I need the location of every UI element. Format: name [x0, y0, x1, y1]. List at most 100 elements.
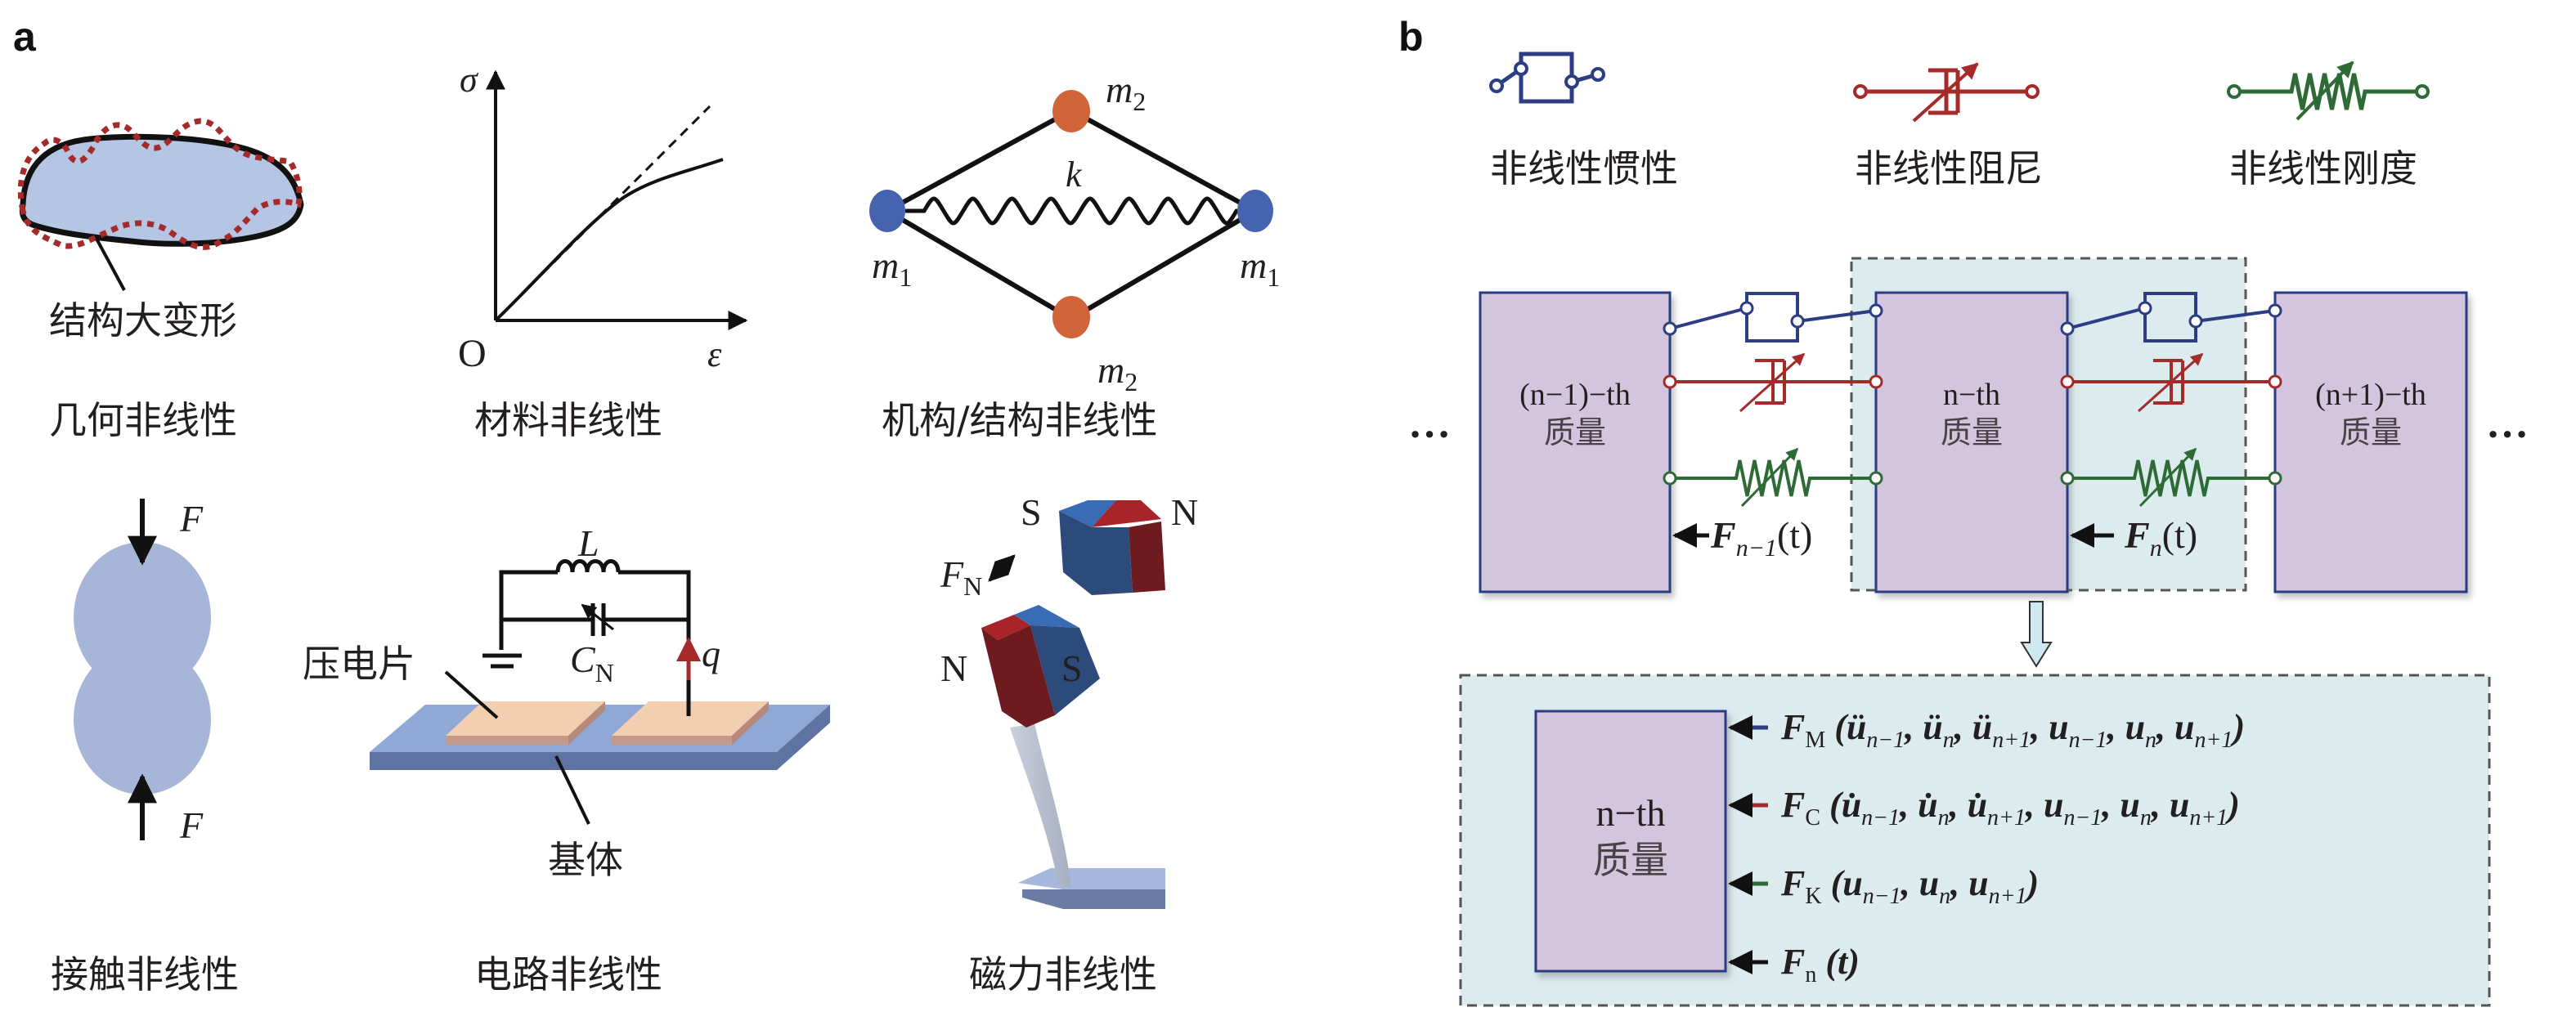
panel-b-label: b — [1398, 14, 1424, 60]
piezo-patch-left-side — [568, 701, 605, 745]
bottom-magnet-north-top — [981, 615, 1030, 640]
bottom-magnet-n-label: N — [940, 647, 967, 689]
flexible-beam — [1010, 723, 1071, 887]
inertia-link-left — [2067, 307, 2146, 330]
inductor-coil — [555, 559, 621, 573]
bottom-magnet-south-front — [1030, 625, 1100, 715]
piezo-label: 压电片 — [303, 642, 415, 686]
terminal-icon — [1663, 471, 1677, 486]
base-front — [1022, 889, 1165, 909]
mechanism-nonlinearity: m2 m2 m1 m1 k 机构/结构非线性 — [869, 69, 1280, 442]
top-magnet-n-label: N — [1171, 491, 1198, 533]
external-force-n: Fn(t) — [2070, 514, 2197, 562]
magnetic-caption: 磁力非线性 — [969, 952, 1157, 996]
legend-stiffness-label: 非线性刚度 — [2229, 146, 2417, 190]
force-label-bottom: F — [179, 804, 204, 846]
piezo-patch-left-front — [446, 736, 568, 745]
y-axis-label: σ — [460, 60, 479, 100]
variable-arrow-icon — [2296, 60, 2354, 121]
svg-text:Fn−1(t): Fn−1(t) — [1710, 514, 1812, 562]
annotation-leader — [95, 238, 126, 291]
legend-stiffness-symbol — [2227, 60, 2430, 121]
truss-links — [882, 107, 1261, 322]
inertia-box — [1745, 292, 1799, 343]
sphere-bottom — [74, 644, 211, 795]
connector-group-1 — [2060, 292, 2282, 508]
legend-inertia-symbol — [1489, 51, 1605, 104]
transition-arrow-icon — [2020, 601, 2053, 668]
circuit-nonlinearity: L CN q 压电片 基体 电路非线性 — [303, 522, 830, 996]
bottom-magnet-s-label: S — [1061, 647, 1083, 689]
inertia-link-right — [2195, 309, 2276, 323]
terminal-icon — [2415, 84, 2430, 99]
variable-arrow-icon — [2137, 352, 2204, 413]
terminal-icon — [1514, 61, 1528, 76]
substrate-front — [370, 752, 777, 770]
terminal-icon — [1663, 321, 1677, 336]
circuit-caption: 电路非线性 — [474, 952, 662, 996]
terminal-icon — [1869, 374, 1883, 389]
contact-caption: 接触非线性 — [51, 952, 239, 996]
variable-arrow-icon — [2138, 447, 2197, 508]
bottom-magnet-north-front — [981, 625, 1055, 728]
chain-connectors — [1663, 292, 2282, 508]
mass-n: n−th 质量 — [1874, 291, 2069, 593]
terminal-icon — [2060, 321, 2075, 336]
terminal-icon — [2060, 471, 2075, 486]
variable-capacitor-arrow — [581, 603, 614, 631]
mass-n-label: 质量 — [1941, 414, 2003, 450]
mass-n-plus-1-order: (n+1)−th — [2315, 378, 2426, 412]
base-top — [1018, 868, 1165, 889]
terminal-icon — [1869, 471, 1883, 486]
nonlinear-curve — [494, 158, 724, 322]
node-m1-right — [1237, 190, 1273, 232]
top-magnet-s-label: S — [1021, 491, 1042, 533]
force-expression: FM (ün−1, ün, ün+1, un−1, un, un+1) — [1780, 707, 2245, 753]
legend-inertia-label: 非线性惯性 — [1490, 146, 1678, 190]
ellipsis-right: … — [2486, 401, 2529, 447]
spring-k — [905, 196, 1239, 226]
terminal-icon — [2025, 84, 2040, 99]
deformed-outline — [17, 118, 303, 250]
piezo-patch-right-front — [612, 736, 732, 745]
label-m2-top: m2 — [1106, 69, 1146, 116]
terminal-icon — [1853, 84, 1868, 99]
material-nonlinearity: σ O ε 材料非线性 — [458, 60, 748, 442]
node-m2-bottom — [1052, 296, 1090, 338]
mass-n-minus-1-order: (n−1)−th — [1519, 378, 1631, 412]
detail-force-row: FC (u̇n−1, u̇n, u̇n+1, un−1, un, un+1) — [1728, 785, 2240, 831]
terminal-icon — [1739, 301, 1754, 316]
variable-arrow-icon — [1912, 62, 1979, 123]
detail-mass: n−th 质量 — [1534, 710, 1727, 973]
variable-arrow-icon — [1740, 447, 1799, 508]
top-magnet-south-front — [1059, 511, 1133, 595]
substrate-leader — [554, 755, 590, 825]
force-label-top: F — [179, 498, 204, 540]
mass-n-plus-1-label: 质量 — [2340, 414, 2402, 450]
detail-force-row: FK (un−1, un, un+1) — [1728, 863, 2039, 909]
inertia-link-left — [1669, 307, 1748, 330]
substrate-label: 基体 — [548, 838, 623, 882]
magnetic-force-arrow — [988, 554, 1016, 582]
material-caption: 材料非线性 — [474, 398, 662, 442]
detail-force-list: FM (ün−1, ün, ün+1, un−1, un, un+1) FC (u… — [1728, 707, 2245, 987]
magnetic-nonlinearity: FN S N N S 磁力非线性 — [940, 491, 1198, 996]
piezo-leader — [444, 670, 499, 719]
mass-n-minus-1-label: 质量 — [1544, 414, 1606, 450]
magnetic-force-label: FN — [940, 553, 982, 601]
spring-label: k — [1066, 154, 1083, 195]
detail-mass-label: 质量 — [1593, 838, 1668, 882]
top-magnet-north-front — [1129, 522, 1165, 593]
spring-zigzag — [2234, 73, 2422, 110]
mass-n-order: n−th — [1943, 378, 2000, 412]
node-m2-top — [1052, 90, 1090, 132]
terminal-icon — [1869, 303, 1883, 318]
terminal-icon — [1564, 74, 1579, 89]
piezo-patch-left-top — [446, 701, 605, 736]
node-m1-left — [869, 190, 905, 232]
label-m1-left: m1 — [872, 244, 912, 292]
label-m1-right: m1 — [1240, 244, 1280, 292]
spring-zigzag — [2067, 459, 2275, 497]
ellipsis-left: … — [1408, 401, 1451, 447]
